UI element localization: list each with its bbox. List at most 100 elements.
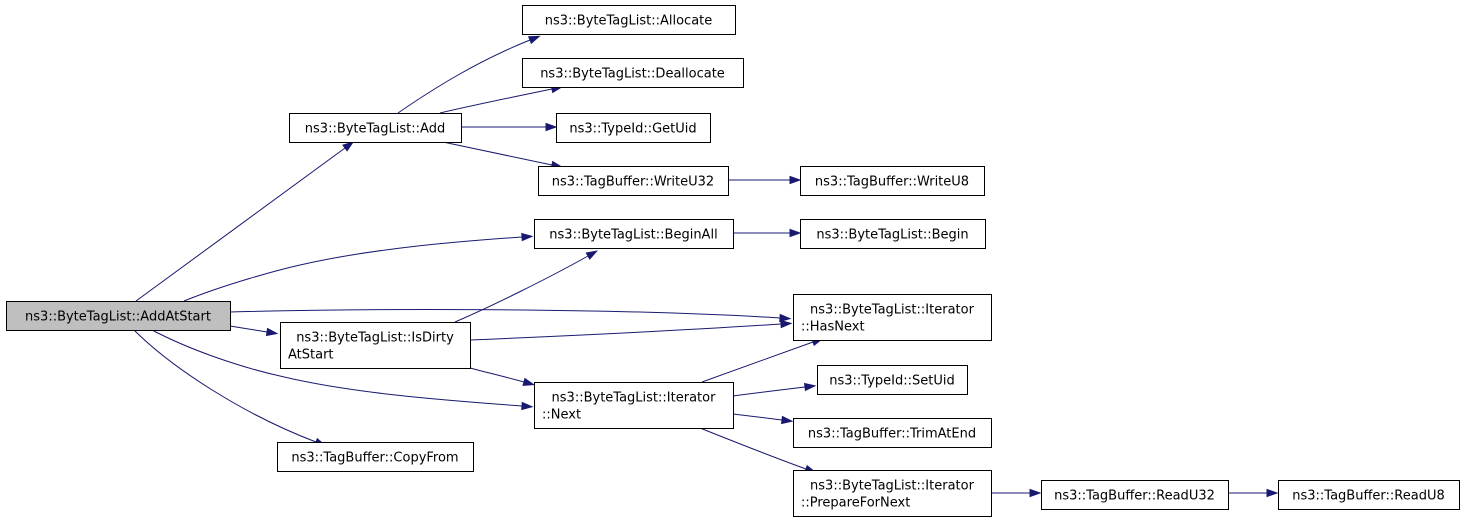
node-box[interactable] bbox=[1041, 480, 1229, 510]
edge-line bbox=[135, 147, 346, 302]
arrowhead-icon bbox=[779, 313, 792, 323]
arrowhead-icon bbox=[804, 382, 817, 392]
node-box[interactable] bbox=[534, 219, 734, 249]
node-box[interactable] bbox=[6, 301, 231, 331]
node-deallocate[interactable]: ns3::ByteTagList::Deallocate bbox=[522, 58, 744, 88]
node-copy-from[interactable]: ns3::TagBuffer::CopyFrom bbox=[277, 442, 474, 472]
node-write-u32[interactable]: ns3::TagBuffer::WriteU32 bbox=[538, 166, 729, 196]
node-begin[interactable]: ns3::ByteTagList::Begin bbox=[800, 219, 986, 249]
node-label: AtStart bbox=[288, 348, 334, 363]
edge-next-to-set-uid bbox=[732, 382, 817, 397]
node-label: ns3::ByteTagList::Iterator bbox=[552, 391, 717, 406]
node-box[interactable] bbox=[522, 58, 744, 88]
node-add[interactable]: ns3::ByteTagList::Add bbox=[289, 113, 462, 143]
node-write-u8[interactable]: ns3::TagBuffer::WriteU8 bbox=[800, 166, 985, 196]
node-label: ns3::TypeId::GetUid bbox=[569, 122, 696, 137]
node-label: ns3::TagBuffer::ReadU32 bbox=[1054, 489, 1215, 504]
edge-is-dirty-to-has-next bbox=[469, 319, 793, 341]
edge-is-dirty-to-begin-all bbox=[454, 250, 599, 323]
edge-add-at-start-to-is-dirty bbox=[229, 325, 279, 337]
edge-line bbox=[469, 323, 782, 341]
node-label: ::Next bbox=[542, 408, 581, 423]
node-label: ns3::ByteTagList::Begin bbox=[816, 228, 968, 243]
edge-line bbox=[397, 39, 531, 114]
arrowhead-icon bbox=[780, 415, 794, 425]
node-read-u8[interactable]: ns3::TagBuffer::ReadU8 bbox=[1278, 480, 1460, 510]
arrowhead-icon bbox=[545, 122, 558, 132]
edge-line bbox=[732, 413, 783, 421]
node-label: ns3::ByteTagList::Allocate bbox=[545, 14, 713, 29]
node-box[interactable] bbox=[800, 166, 985, 196]
node-next[interactable]: ns3::ByteTagList::Iterator::Next bbox=[534, 382, 734, 429]
node-box[interactable] bbox=[522, 5, 736, 35]
node-label: ns3::ByteTagList::IsDirty bbox=[296, 331, 454, 346]
node-label: ns3::TagBuffer::ReadU8 bbox=[1292, 489, 1445, 504]
arrowhead-icon bbox=[585, 250, 599, 260]
edge-add-at-start-to-begin-all bbox=[183, 232, 534, 302]
node-set-uid[interactable]: ns3::TypeId::SetUid bbox=[817, 365, 968, 395]
edge-add-at-start-to-add bbox=[135, 141, 355, 302]
arrowhead-icon bbox=[789, 175, 802, 185]
edge-add-to-allocate bbox=[397, 35, 541, 114]
edge-line bbox=[699, 427, 807, 470]
arrowhead-icon bbox=[342, 141, 355, 152]
node-box[interactable] bbox=[793, 294, 992, 341]
node-box[interactable] bbox=[793, 418, 992, 448]
node-prepare-for-next[interactable]: ns3::ByteTagList::Iterator::PrepareForNe… bbox=[793, 470, 992, 517]
nodes-layer: ns3::ByteTagList::AddAtStartns3::ByteTag… bbox=[6, 5, 1460, 517]
edge-next-to-has-next bbox=[701, 338, 824, 383]
arrowhead-icon bbox=[521, 232, 534, 242]
node-label: ns3::ByteTagList::Iterator bbox=[810, 479, 975, 494]
edge-next-to-trim-at-end bbox=[732, 413, 794, 425]
node-box[interactable] bbox=[556, 113, 711, 143]
edge-line bbox=[439, 88, 553, 114]
edge-add-to-get-uid bbox=[461, 122, 558, 132]
edge-line bbox=[469, 367, 525, 383]
node-get-uid[interactable]: ns3::TypeId::GetUid bbox=[556, 113, 711, 143]
node-begin-all[interactable]: ns3::ByteTagList::BeginAll bbox=[534, 219, 734, 249]
edge-line bbox=[454, 255, 589, 323]
node-label: ns3::ByteTagList::Iterator bbox=[810, 303, 975, 318]
node-label: ns3::ByteTagList::Add bbox=[305, 122, 445, 137]
arrowhead-icon bbox=[527, 35, 541, 45]
edge-add-at-start-to-next bbox=[151, 329, 534, 411]
node-trim-at-end[interactable]: ns3::TagBuffer::TrimAtEnd bbox=[793, 418, 992, 448]
node-box[interactable] bbox=[817, 365, 968, 395]
node-label: ::PrepareForNext bbox=[801, 496, 910, 511]
node-box[interactable] bbox=[277, 442, 474, 472]
edge-line bbox=[151, 329, 523, 407]
node-read-u32[interactable]: ns3::TagBuffer::ReadU32 bbox=[1041, 480, 1229, 510]
node-box[interactable] bbox=[793, 470, 992, 517]
node-box[interactable] bbox=[538, 166, 729, 196]
edge-line bbox=[732, 386, 806, 397]
node-label: ns3::TagBuffer::TrimAtEnd bbox=[808, 427, 976, 442]
node-has-next[interactable]: ns3::ByteTagList::Iterator::HasNext bbox=[793, 294, 992, 341]
node-label: ns3::TypeId::SetUid bbox=[829, 374, 954, 389]
arrowhead-icon bbox=[1266, 488, 1279, 498]
edge-write-u32-to-write-u8 bbox=[728, 175, 802, 185]
edge-is-dirty-to-next bbox=[469, 367, 536, 386]
edge-add-to-deallocate bbox=[439, 84, 564, 114]
node-box[interactable] bbox=[1278, 480, 1460, 510]
node-allocate[interactable]: ns3::ByteTagList::Allocate bbox=[522, 5, 736, 35]
edge-line bbox=[183, 236, 523, 302]
node-label: ns3::TagBuffer::CopyFrom bbox=[291, 451, 458, 466]
node-box[interactable] bbox=[534, 382, 734, 429]
arrowhead-icon bbox=[521, 401, 534, 411]
node-label: ns3::TagBuffer::WriteU8 bbox=[815, 175, 969, 190]
arrowhead-icon bbox=[522, 377, 536, 386]
edge-add-to-write-u32 bbox=[442, 141, 564, 170]
node-label: ns3::TagBuffer::WriteU32 bbox=[552, 175, 714, 190]
node-box[interactable] bbox=[280, 322, 471, 369]
node-box[interactable] bbox=[800, 219, 986, 249]
edge-prepare-for-next-to-read-u32 bbox=[990, 488, 1042, 498]
edge-line bbox=[133, 329, 317, 443]
node-box[interactable] bbox=[289, 113, 462, 143]
arrowhead-icon bbox=[780, 319, 793, 329]
edge-line bbox=[229, 309, 781, 319]
edge-line bbox=[701, 341, 814, 383]
node-label: ns3::ByteTagList::Deallocate bbox=[540, 67, 725, 82]
node-add-at-start[interactable]: ns3::ByteTagList::AddAtStart bbox=[6, 301, 231, 331]
